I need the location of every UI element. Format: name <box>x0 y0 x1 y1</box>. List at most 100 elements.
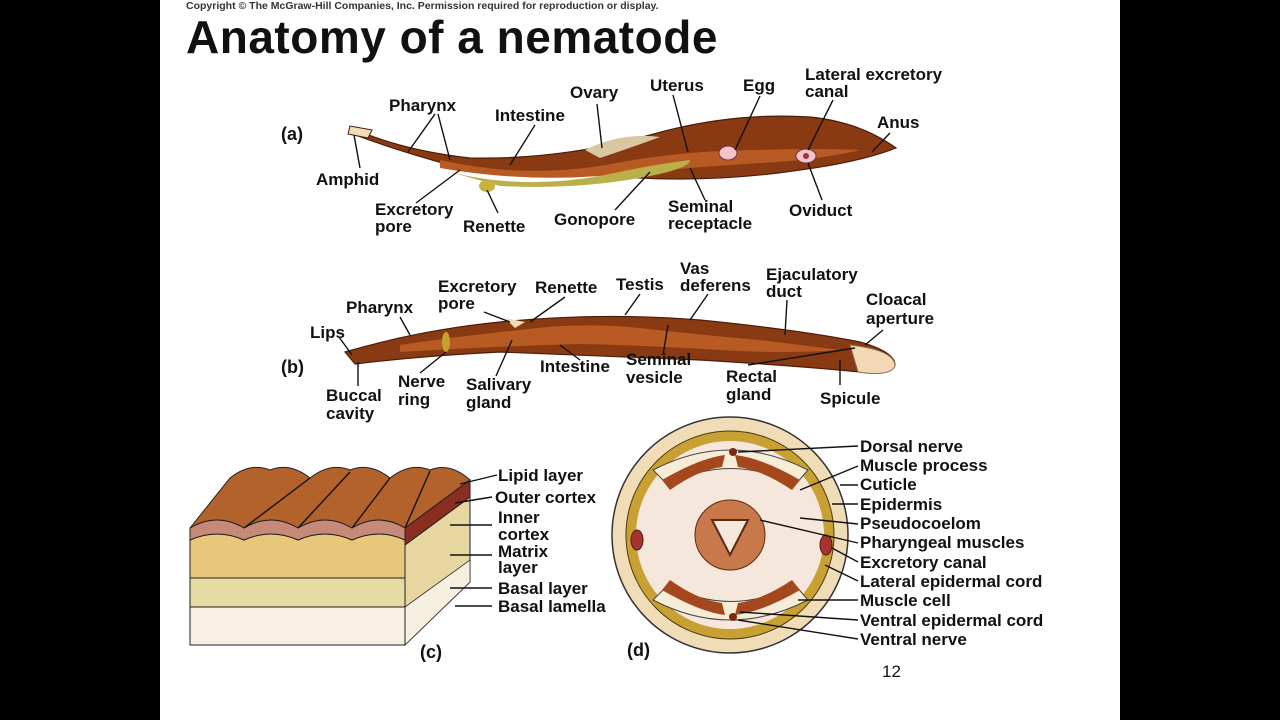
cuticle-basal-lamella-layer <box>189 606 406 646</box>
label-pseudocoelom: Pseudocoelom <box>860 514 981 533</box>
label-rectal-gland: gland <box>726 385 771 404</box>
label-excretory-canal: Excretory canal <box>860 553 987 572</box>
male-tail-cuticle <box>849 344 896 374</box>
label-buccal: Buccal <box>326 386 382 405</box>
label-muscle-process: Muscle process <box>860 456 988 475</box>
label-oviduct: Oviduct <box>789 201 853 220</box>
cuticle-basal-layer <box>189 577 406 608</box>
panel-d: (d) Dorsal nerve Muscle <box>611 416 1043 660</box>
label-ring: ring <box>398 390 430 409</box>
panel-b: (b) Excretory pore Renette Testis Vas <box>281 259 934 423</box>
cuticle-side-outer-cortex <box>404 479 471 546</box>
copyright-notice: Copyright © The McGraw-Hill Companies, I… <box>186 0 659 12</box>
label-amphid: Amphid <box>316 170 379 189</box>
label-vas: Vas <box>680 259 709 278</box>
label-gonopore: Gonopore <box>554 210 635 229</box>
slide-title: Anatomy of a nematode <box>186 11 718 63</box>
label-muscle-cell: Muscle cell <box>860 591 951 610</box>
page-number: 12 <box>882 662 901 681</box>
label-gland-b: gland <box>466 393 511 412</box>
label-ejaculatory: Ejaculatory <box>766 265 858 284</box>
panel-b-letter: (b) <box>281 357 304 377</box>
ventral-muscle-left <box>662 580 725 615</box>
cuticle-matrix-layer <box>189 533 406 579</box>
panel-a: (a) Pharynx Intestine Ovary Uterus <box>281 65 943 236</box>
excretory-canal-left <box>630 529 644 551</box>
label-pore-b: pore <box>438 294 475 313</box>
female-egg <box>718 145 738 161</box>
female-ovary <box>585 135 660 158</box>
panel-b-leader-lines <box>338 293 884 386</box>
label-egg: Egg <box>743 76 775 95</box>
label-cuticle: Cuticle <box>860 475 917 494</box>
female-cuticle-head <box>347 125 373 139</box>
label-cavity: cavity <box>326 404 375 423</box>
panel-c-leader-lines <box>450 474 498 607</box>
label-basal-layer: Basal layer <box>498 579 588 598</box>
dorsal-muscle-left <box>662 455 725 490</box>
female-renette <box>479 180 495 192</box>
cuticle-top-ridges <box>189 466 471 529</box>
label-pore-a: pore <box>375 217 412 236</box>
label-canal: canal <box>805 82 848 101</box>
label-renette-b: Renette <box>535 278 597 297</box>
excretory-canal-right <box>819 534 833 556</box>
label-intestine-a: Intestine <box>495 106 565 125</box>
panel-a-letter: (a) <box>281 124 303 144</box>
female-egg-2-nucleus <box>803 153 809 159</box>
label-uterus: Uterus <box>650 76 704 95</box>
label-lipid-layer: Lipid layer <box>498 466 583 485</box>
label-deferens: deferens <box>680 276 751 295</box>
label-ovary: Ovary <box>570 83 619 102</box>
label-layer: layer <box>498 558 538 577</box>
label-excretory-a: Excretory <box>375 200 454 219</box>
dorsal-muscle-right <box>735 455 800 490</box>
panel-c-letter: (c) <box>420 642 442 662</box>
dorsal-nerve <box>729 448 737 456</box>
pharynx-lumen <box>710 519 750 558</box>
ventral-muscle-right <box>735 580 800 615</box>
ventral-nerve <box>729 613 737 621</box>
label-renette-a: Renette <box>463 217 525 236</box>
label-dorsal-nerve: Dorsal nerve <box>860 437 963 456</box>
label-pharynx-a: Pharynx <box>389 96 457 115</box>
panel-d-leader-lines <box>737 445 859 640</box>
label-lateral-epidermal-cord: Lateral epidermal cord <box>860 572 1042 591</box>
panel-d-letter: (d) <box>627 640 650 660</box>
male-excretory-pore <box>505 318 525 328</box>
label-outer-cortex: Outer cortex <box>495 488 597 507</box>
label-nerve: Nerve <box>398 372 445 391</box>
label-spicule: Spicule <box>820 389 880 408</box>
label-seminal-a: Seminal <box>668 197 733 216</box>
label-lateral-excretory: Lateral excretory <box>805 65 943 84</box>
label-matrix: Matrix <box>498 542 549 561</box>
label-anus: Anus <box>877 113 920 132</box>
female-gonad <box>450 160 690 187</box>
label-ventral-epidermal-cord: Ventral epidermal cord <box>860 611 1043 630</box>
label-pharyngeal-muscles: Pharyngeal muscles <box>860 533 1024 552</box>
label-epidermis: Epidermis <box>860 495 942 514</box>
label-duct: duct <box>766 282 802 301</box>
panel-c: (c) Lipid layer Outer cortex Inner corte… <box>189 466 606 662</box>
panel-a-leader-lines <box>353 94 891 214</box>
label-basal-lamella: Basal lamella <box>498 597 606 616</box>
cuticle-ridge-lines <box>243 470 431 529</box>
label-aperture: aperture <box>866 309 934 328</box>
label-excretory-b: Excretory <box>438 277 517 296</box>
label-seminal-b: Seminal <box>626 350 691 369</box>
label-ventral-nerve: Ventral nerve <box>860 630 967 649</box>
label-receptacle: receptacle <box>668 214 752 233</box>
female-intestine <box>440 149 860 178</box>
label-vesicle: vesicle <box>626 368 683 387</box>
label-cloacal: Cloacal <box>866 290 926 309</box>
label-testis: Testis <box>616 275 664 294</box>
label-pharynx-b: Pharynx <box>346 298 414 317</box>
male-nerve-ring <box>442 332 450 352</box>
label-rectal: Rectal <box>726 367 777 386</box>
label-lips: Lips <box>310 323 345 342</box>
label-intestine-b: Intestine <box>540 357 610 376</box>
label-salivary: Salivary <box>466 375 532 394</box>
label-inner: Inner <box>498 508 540 527</box>
label-cortex: cortex <box>498 525 550 544</box>
